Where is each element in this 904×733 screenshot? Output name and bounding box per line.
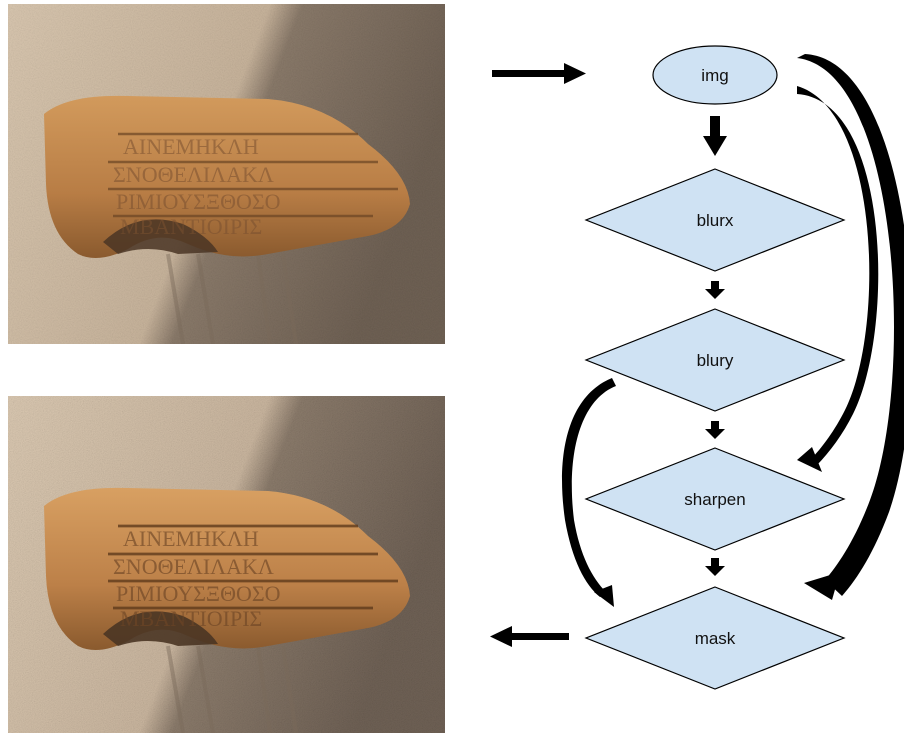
input-arrow: [492, 63, 586, 84]
node-blury: blury: [586, 309, 844, 411]
arrow-blurx-to-blury: [705, 281, 725, 299]
node-blurx-label: blurx: [697, 211, 734, 230]
node-blury-label: blury: [697, 351, 734, 370]
node-mask-label: mask: [695, 629, 736, 648]
arrow-img-to-sharpen: [797, 86, 878, 472]
output-arrow: [490, 626, 569, 647]
arrow-sharpen-to-mask: [705, 558, 725, 576]
node-img-label: img: [701, 66, 728, 85]
arrow-img-to-blurx: [703, 116, 727, 156]
node-sharpen-label: sharpen: [684, 490, 745, 509]
node-img: img: [653, 46, 777, 104]
node-mask: mask: [586, 587, 844, 689]
arrow-blury-to-sharpen: [705, 421, 725, 439]
node-blurx: blurx: [586, 169, 844, 271]
